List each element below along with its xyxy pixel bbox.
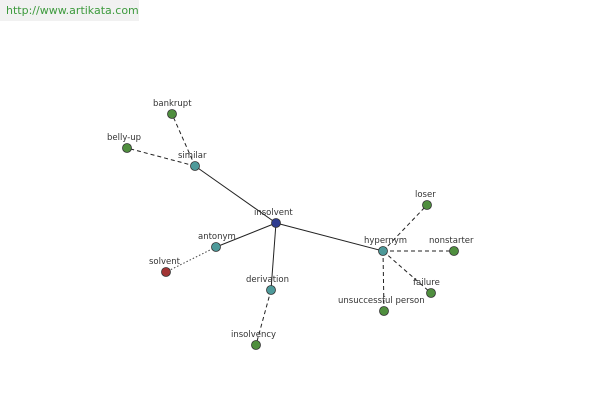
node-derivation[interactable]: [266, 285, 276, 295]
edge-center-similar: [194, 165, 277, 224]
node-loser[interactable]: [422, 200, 432, 210]
node-unsuccessful-person[interactable]: [379, 306, 389, 316]
label-hypernym: hypernym: [364, 236, 407, 246]
label-insolvency: insolvency: [231, 330, 276, 340]
edge-center-hypernym: [275, 222, 384, 252]
edge-similar-belly-up: [126, 147, 196, 167]
label-similar: similar: [178, 151, 207, 161]
node-failure[interactable]: [426, 288, 436, 298]
node-insolvency[interactable]: [251, 340, 261, 350]
node-solvent[interactable]: [161, 267, 171, 277]
label-insolvent: insolvent: [254, 208, 293, 218]
node-antonym[interactable]: [211, 242, 221, 252]
label-bankrupt: bankrupt: [153, 99, 192, 109]
edge-hypernym-failure: [382, 250, 432, 294]
label-derivation: derivation: [246, 275, 289, 285]
edge-hypernym-loser: [382, 204, 428, 252]
node-belly-up[interactable]: [122, 143, 132, 153]
node-hypernym[interactable]: [378, 246, 388, 256]
edge-antonym-solvent: [165, 246, 217, 273]
node-similar[interactable]: [190, 161, 200, 171]
label-loser: loser: [415, 190, 436, 200]
edge-center-antonym: [215, 222, 277, 248]
label-nonstarter: nonstarter: [429, 236, 474, 246]
site-watermark[interactable]: http://www.artikata.com: [0, 0, 139, 21]
node-insolvent[interactable]: [271, 218, 281, 228]
edge-hypernym-unsuccessful-person: [382, 250, 385, 312]
label-belly-up: belly-up: [107, 133, 141, 143]
node-nonstarter[interactable]: [449, 246, 459, 256]
edge-center-derivation: [270, 222, 277, 291]
edge-derivation-insolvency: [255, 289, 272, 346]
label-solvent: solvent: [149, 257, 181, 267]
label-failure: failure: [413, 278, 440, 288]
edge-similar-bankrupt: [171, 113, 196, 167]
label-antonym: antonym: [198, 232, 236, 242]
node-bankrupt[interactable]: [167, 109, 177, 119]
label-unsuccessful-person: unsuccessful person: [338, 296, 425, 306]
